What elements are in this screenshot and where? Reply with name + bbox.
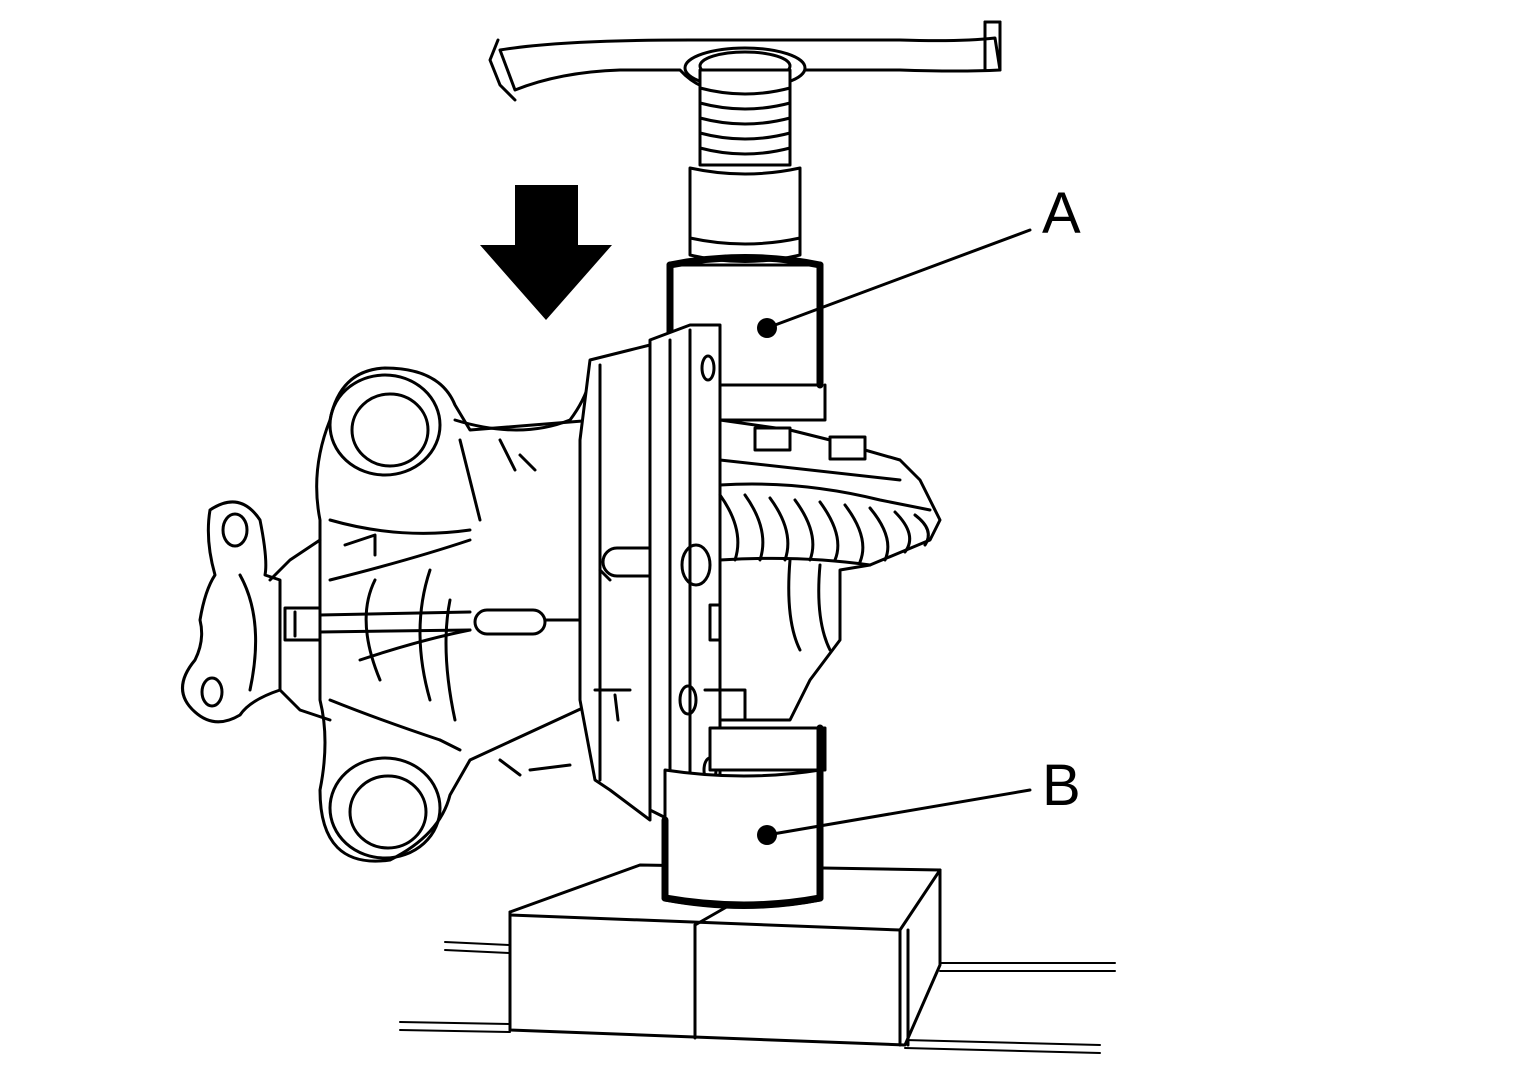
down-arrow-icon [480, 185, 612, 320]
gear-teeth [718, 493, 930, 564]
ring-gear-carrier [703, 418, 942, 722]
leader-line-a [765, 228, 1032, 330]
label-b: B [1042, 753, 1081, 818]
label-a: A [1042, 181, 1081, 246]
housing-flange [578, 323, 722, 832]
support-blocks [508, 863, 942, 1047]
leader-line-b [765, 788, 1032, 837]
differential-housing [181, 366, 607, 863]
floor-lines [399, 941, 1116, 1054]
press-screw-assembly [488, 20, 1002, 263]
adapter-b [661, 724, 827, 909]
